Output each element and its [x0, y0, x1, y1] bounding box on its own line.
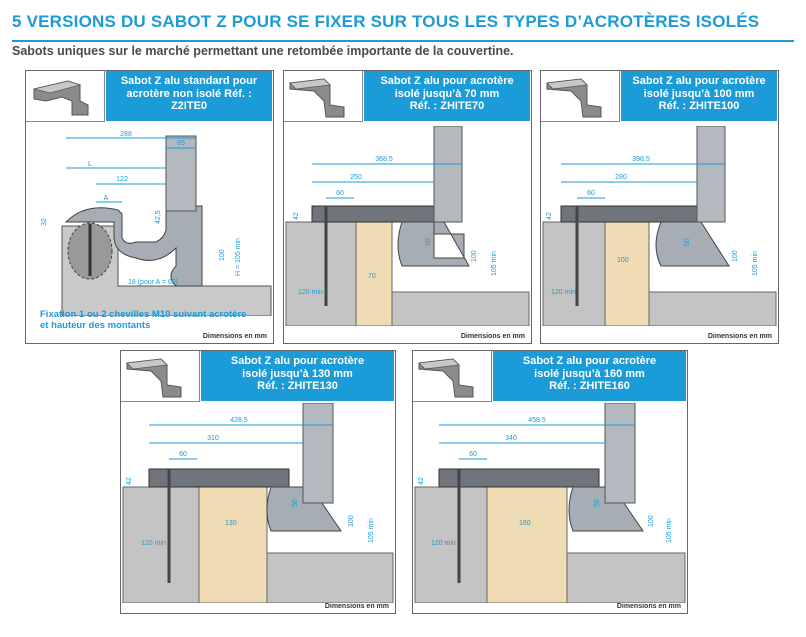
heading-line-1: Sabot Z alu pour acrotère: [230, 355, 365, 367]
dim-mid: 310: [207, 435, 219, 442]
dim-105: 105 min: [368, 518, 375, 543]
dim-small: 60: [179, 451, 187, 458]
sabot-z-icon: [33, 80, 89, 116]
panel-zhite130: Sabot Z alu pour acrotère isolé jusqu’à …: [120, 350, 396, 614]
dim-total: 288: [120, 131, 132, 138]
heading-line-3: Réf. : ZHITE160: [549, 380, 630, 392]
dim-l: L: [88, 161, 92, 168]
product-thumbnail: [26, 71, 105, 122]
dim-105: 105 min: [752, 251, 759, 276]
dim-105: 105 min: [666, 518, 673, 543]
dim-50: 50: [684, 238, 691, 246]
heading-line-2: isolé jusqu’à 160 mm: [534, 367, 645, 380]
dimensions-unit: Dimensions en mm: [460, 333, 525, 340]
heading-line-3: Réf. : ZHITE130: [257, 380, 338, 392]
dim-bottom: 18 (pour A = 60): [128, 279, 178, 286]
product-thumbnail: [541, 71, 620, 122]
technical-drawing: 368,5 250 60 42 50 100 105 min 120 min 7…: [285, 126, 530, 326]
fixation-note: Fixation 1 ou 2 chevilles M10 suivant ac…: [40, 309, 247, 331]
title-rule: [12, 40, 794, 42]
panel-heading: Sabot Z alu pour acrotère isolé jusqu’à …: [201, 351, 394, 401]
technical-drawing: 398,5 280 60 42 50 100 105 min 120 min 1…: [542, 126, 777, 326]
product-thumbnail: [121, 351, 200, 402]
heading-line-1: Sabot Z alu pour acrotère: [632, 75, 766, 87]
dim-100: 100: [471, 250, 478, 262]
dim-100: 100: [348, 515, 355, 527]
dim-50: 50: [594, 499, 601, 507]
dim-small: 60: [469, 451, 477, 458]
page-subtitle: Sabots uniques sur le marché permettant …: [12, 44, 514, 58]
dimensions-unit: Dimensions en mm: [616, 603, 681, 610]
dim-120: 120 min: [298, 289, 323, 296]
dim-120: 120 min: [431, 540, 456, 547]
panel-heading: Sabot Z alu pour acrotère isolé jusqu’à …: [493, 351, 686, 401]
dim-100: 100: [648, 515, 655, 527]
dim-mid: 280: [615, 174, 627, 181]
heading-line-2: isolé jusqu’à 100 mm: [643, 87, 755, 100]
dim-50: 50: [292, 499, 299, 507]
dim-mid: 250: [350, 174, 362, 181]
dim-mid: 340: [505, 435, 517, 442]
dim-top: 42,5: [155, 210, 162, 224]
dim-h: H = 105 min: [235, 238, 242, 276]
dim-left: 42: [293, 212, 300, 220]
dim-insulation: 70: [368, 273, 376, 280]
dim-105: 105 min: [491, 251, 498, 276]
panel-zhite160: Sabot Z alu pour acrotère isolé jusqu’à …: [412, 350, 688, 614]
heading-line-2: acrotère non isolé Réf. :: [126, 87, 252, 100]
dim-small: 60: [587, 190, 595, 197]
dim-mid: 122: [116, 176, 128, 183]
product-thumbnail: [413, 351, 492, 402]
technical-drawing: 288 65 L 122 A 42,5 32 100 H = 105 min 1…: [41, 131, 272, 316]
dim-small: 60: [336, 190, 344, 197]
sabot-z-icon: [289, 78, 345, 118]
dim-total: 368,5: [375, 156, 393, 163]
dim-left: 42: [418, 477, 425, 485]
dim-50: 50: [425, 238, 432, 246]
product-thumbnail: [284, 71, 363, 122]
dim-tube: 65: [177, 140, 185, 147]
panel-heading: Sabot Z alu standard pour acrotère non i…: [106, 71, 272, 121]
page-title: 5 VERSIONS DU SABOT Z POUR SE FIXER SUR …: [12, 12, 760, 31]
dim-insulation: 130: [225, 520, 237, 527]
heading-line-2: isolé jusqu’à 70 mm: [394, 87, 500, 100]
heading-line-1: Sabot Z alu standard pour: [120, 75, 258, 87]
dim-left: 42: [126, 477, 133, 485]
dim-h100: 100: [219, 249, 226, 261]
dim-left: 42: [546, 212, 553, 220]
panel-heading: Sabot Z alu pour acrotère isolé jusqu’à …: [621, 71, 777, 121]
heading-line-1: Sabot Z alu pour acrotère: [522, 355, 657, 367]
dimensions-unit: Dimensions en mm: [707, 333, 772, 340]
panel-z2ite0: Sabot Z alu standard pour acrotère non i…: [25, 70, 274, 344]
panel-zhite100: Sabot Z alu pour acrotère isolé jusqu’à …: [540, 70, 779, 344]
sabot-z-icon: [418, 358, 474, 398]
dim-left: 32: [41, 218, 48, 226]
dim-a: A: [104, 195, 109, 202]
dim-100: 100: [732, 250, 739, 262]
dim-insulation: 160: [519, 520, 531, 527]
heading-line-2: isolé jusqu’à 130 mm: [242, 367, 353, 380]
heading-line-3: Réf. : ZHITE70: [409, 100, 485, 112]
technical-drawing: 428,5 310 60 42 50 100 105 min 120 min 1…: [122, 403, 394, 603]
dim-total: 458,5: [528, 417, 546, 424]
heading-line-3: Réf. : ZHITE100: [658, 100, 740, 112]
technical-drawing: 458,5 340 60 42 50 100 105 min 120 min 1…: [414, 403, 686, 603]
dim-total: 428,5: [230, 417, 248, 424]
sabot-z-icon: [126, 358, 182, 398]
panel-zhite70: Sabot Z alu pour acrotère isolé jusqu’à …: [283, 70, 532, 344]
dimensions-unit: Dimensions en mm: [202, 333, 267, 340]
heading-line-3: Z2ITE0: [170, 100, 208, 112]
heading-line-1: Sabot Z alu pour acrotère: [380, 75, 514, 87]
dim-120: 120 min: [141, 540, 166, 547]
dim-insulation: 100: [617, 257, 629, 264]
panel-heading: Sabot Z alu pour acrotère isolé jusqu’à …: [364, 71, 530, 121]
dim-total: 398,5: [632, 156, 650, 163]
sabot-z-icon: [546, 78, 602, 118]
dimensions-unit: Dimensions en mm: [324, 603, 389, 610]
dim-120: 120 min: [551, 289, 576, 296]
